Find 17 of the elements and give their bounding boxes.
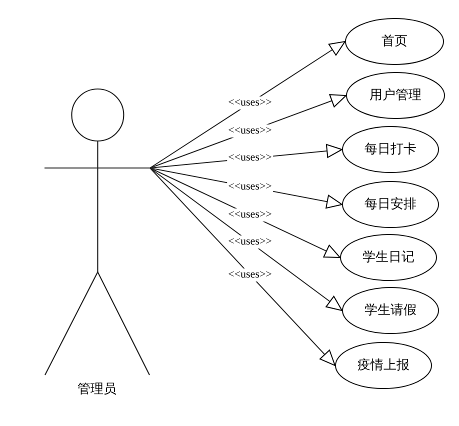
use-case-label: 每日打卡 bbox=[364, 142, 418, 158]
edge-label: <<uses>> bbox=[227, 96, 273, 110]
use-case-label: 学生请假 bbox=[364, 302, 418, 318]
edge-label: <<uses>> bbox=[227, 180, 273, 194]
use-case-label: 学生日记 bbox=[362, 250, 416, 266]
use-case-label: 用户管理 bbox=[368, 88, 422, 104]
edge-label: <<uses>> bbox=[227, 208, 273, 222]
edge-label: <<uses>> bbox=[227, 236, 273, 249]
edge-label: <<uses>> bbox=[227, 124, 273, 138]
arrow bbox=[150, 168, 342, 311]
use-case-label: 疫情上报 bbox=[356, 358, 410, 374]
edge-label: <<uses>> bbox=[227, 268, 273, 282]
actor-label: 管理员 bbox=[76, 382, 118, 398]
use-case-label: 每日安排 bbox=[364, 196, 418, 212]
use-case-label: 首页 bbox=[380, 34, 408, 50]
arrow bbox=[150, 168, 336, 366]
arrow bbox=[150, 41, 346, 168]
